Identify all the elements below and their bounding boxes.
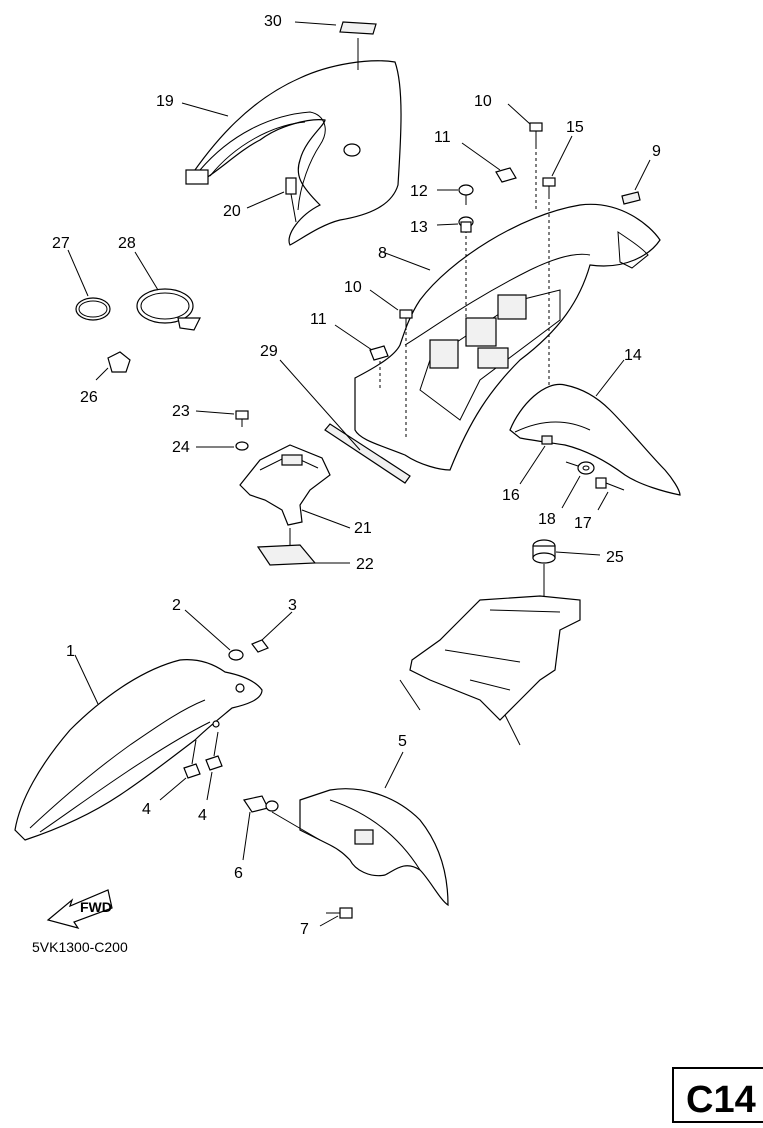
part-9-pad — [621, 159, 651, 205]
callout-5: 5 — [398, 733, 407, 750]
callout-10-lower: 10 — [344, 279, 362, 296]
part-16-clip — [519, 435, 553, 485]
part-2-collar — [184, 609, 244, 661]
part-24-washer — [196, 441, 249, 451]
part-28-band — [134, 251, 201, 331]
callout-26: 26 — [80, 389, 98, 406]
page-label-box: C14 — [672, 1067, 763, 1123]
drawing-code: 5VK1300-C200 — [32, 939, 128, 955]
callout-30: 30 — [264, 13, 282, 30]
callout-22: 22 — [356, 556, 374, 573]
fastener-guides — [379, 140, 550, 440]
callout-25: 25 — [606, 549, 624, 566]
callout-9: 9 — [652, 143, 661, 160]
callout-13: 13 — [410, 219, 428, 236]
part-18-collar — [561, 461, 595, 509]
part-22-pad — [256, 528, 350, 566]
callout-2: 2 — [172, 597, 181, 614]
callout-14: 14 — [624, 347, 642, 364]
callout-15: 15 — [566, 119, 584, 136]
part-4-bolts — [159, 731, 223, 801]
callout-17: 17 — [574, 515, 592, 532]
part-13-nut — [436, 216, 474, 233]
callout-12: 12 — [410, 183, 428, 200]
fwd-label: FWD — [80, 899, 112, 915]
part-7-bolt — [319, 907, 353, 927]
callout-4-left: 4 — [142, 801, 151, 818]
callout-16: 16 — [502, 487, 520, 504]
rear-frame-reference — [399, 595, 581, 746]
part-27-ring — [67, 249, 111, 321]
part-3-nut — [251, 611, 293, 653]
part-25-damper — [532, 539, 601, 598]
callout-29: 29 — [260, 343, 278, 360]
part-21-bracket — [239, 444, 351, 529]
part-11-clip-lower — [334, 324, 389, 361]
callout-23: 23 — [172, 403, 190, 420]
part-8-rear-fender — [354, 203, 661, 471]
callout-labels: 30 19 20 27 28 26 10 15 11 9 12 13 8 10 … — [52, 13, 661, 938]
callout-1: 1 — [66, 643, 75, 660]
callout-11-upper: 11 — [434, 129, 451, 146]
part-5-hugger — [299, 751, 449, 907]
part-10-bolt-upper — [507, 103, 543, 147]
callout-11-lower: 11 — [310, 311, 327, 328]
part-17-bolt — [595, 477, 625, 511]
page-label: C14 — [686, 1079, 756, 1121]
callout-3: 3 — [288, 597, 297, 614]
part-1-front-fender — [14, 654, 263, 841]
callout-18: 18 — [538, 511, 556, 528]
part-6-bracket — [242, 795, 321, 861]
callout-10-upper: 10 — [474, 93, 492, 110]
part-19-seat-cowl — [181, 38, 402, 246]
callout-19: 19 — [156, 93, 174, 110]
fwd-arrow-icon: FWD — [46, 889, 113, 929]
part-10-bolt-lower — [369, 289, 413, 330]
part-23-bolt — [195, 410, 249, 427]
part-12-screw — [437, 184, 474, 205]
callout-4-right: 4 — [198, 807, 207, 824]
callout-20: 20 — [223, 203, 241, 220]
callout-21: 21 — [354, 520, 372, 537]
callout-24: 24 — [172, 439, 190, 456]
part-15-bolt — [542, 135, 573, 196]
part-26-clip — [95, 351, 131, 381]
callout-28: 28 — [118, 235, 136, 252]
callout-27: 27 — [52, 235, 70, 252]
part-14-flap — [509, 359, 681, 496]
part-29-strip — [279, 359, 411, 484]
callout-8: 8 — [378, 245, 387, 262]
part-20-damper — [246, 177, 297, 223]
callout-7: 7 — [300, 921, 309, 938]
part-11-clip-upper — [461, 142, 517, 183]
part-30-emblem — [294, 21, 377, 35]
callout-6: 6 — [234, 865, 243, 882]
